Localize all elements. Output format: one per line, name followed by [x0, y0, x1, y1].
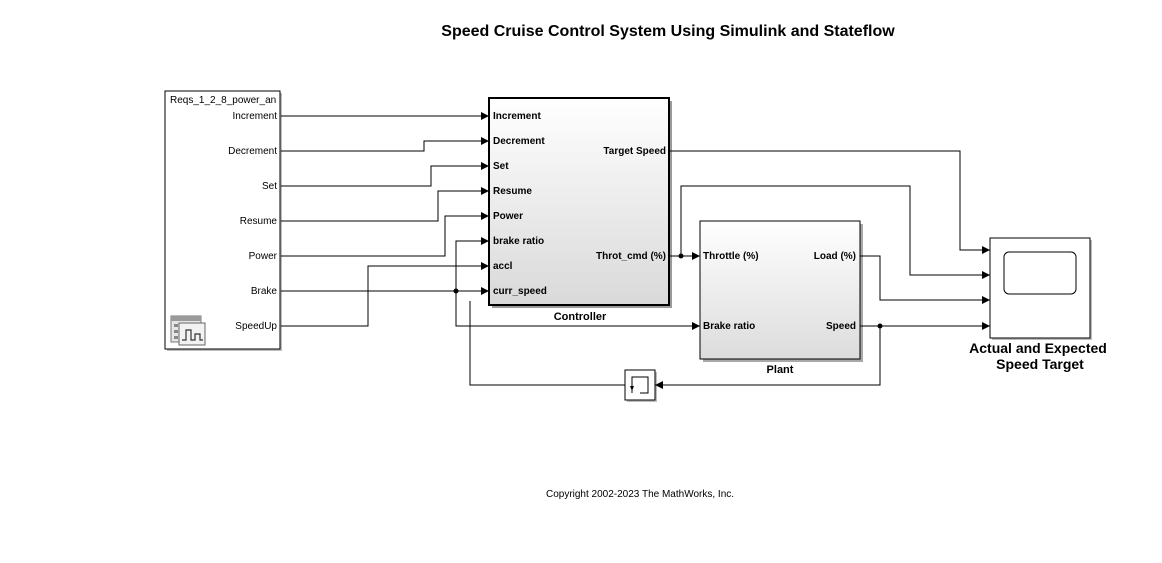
scope-label-line2: Speed Target: [996, 356, 1084, 372]
signal-line-set[interactable]: [281, 162, 489, 187]
signal-editor-icon: [170, 315, 206, 346]
model-title: Speed Cruise Control System Using Simuli…: [441, 23, 895, 40]
output-port-label: Resume: [240, 216, 278, 227]
input-port-label: Brake ratio: [703, 321, 755, 332]
output-port-label: Power: [249, 251, 278, 262]
input-port-label: accl: [493, 261, 513, 272]
controller-block[interactable]: Increment Decrement Set Resume Power bra…: [488, 97, 672, 308]
output-port-label: Set: [262, 181, 277, 192]
copyright-text: Copyright 2002-2023 The MathWorks, Inc.: [546, 489, 734, 500]
input-port-label: curr_speed: [493, 286, 547, 297]
unit-delay-block[interactable]: [624, 369, 657, 402]
plant-label: Plant: [767, 364, 794, 376]
input-port-label: brake ratio: [493, 236, 544, 247]
signal-line-load[interactable]: [860, 255, 990, 304]
input-port-label: Resume: [493, 186, 532, 197]
signal-line-speedup[interactable]: [281, 262, 489, 327]
output-port-label: Speed: [826, 321, 856, 332]
controller-label: Controller: [554, 311, 607, 323]
signal-line-feedback[interactable]: [469, 301, 625, 386]
signal-line-power[interactable]: [281, 212, 489, 257]
unit-delay-icon: [630, 376, 649, 394]
branch-point: [453, 288, 459, 294]
signal-line-throttle-scope[interactable]: [680, 185, 990, 279]
input-port-label: Decrement: [493, 136, 545, 147]
output-port-label: Brake: [251, 286, 278, 297]
input-port-label: Throttle (%): [703, 251, 759, 262]
signal-line-decrement[interactable]: [281, 137, 489, 152]
plant-block[interactable]: Throttle (%) Brake ratio Load (%) Speed: [699, 220, 863, 362]
input-port-label: Increment: [493, 111, 541, 122]
output-port-label: SpeedUp: [235, 321, 277, 332]
scope-label-line1: Actual and Expected: [969, 340, 1107, 356]
input-port-label: Power: [493, 211, 523, 222]
signal-line-target-speed[interactable]: [670, 150, 990, 254]
signal-line-resume[interactable]: [281, 187, 489, 222]
output-port-label: Target Speed: [603, 146, 666, 157]
scope-block[interactable]: [989, 237, 1092, 340]
output-port-label: Decrement: [228, 146, 277, 157]
signal-lines: [281, 112, 990, 389]
input-port-label: Set: [493, 161, 509, 172]
output-port-label: Increment: [233, 111, 278, 122]
signal-line-plant-brake[interactable]: [455, 291, 700, 330]
signal-line-brake-ratio[interactable]: [455, 237, 489, 291]
output-port-label: Throt_cmd (%): [596, 251, 666, 262]
output-port-label: Load (%): [814, 251, 856, 262]
signal-editor-name: Reqs_1_2_8_power_an: [170, 95, 276, 106]
scope-icon: [1003, 251, 1077, 295]
signal-line-speed-delay[interactable]: [655, 326, 881, 389]
signal-editor-block[interactable]: Reqs_1_2_8_power_an Increment Decrement …: [164, 90, 282, 351]
